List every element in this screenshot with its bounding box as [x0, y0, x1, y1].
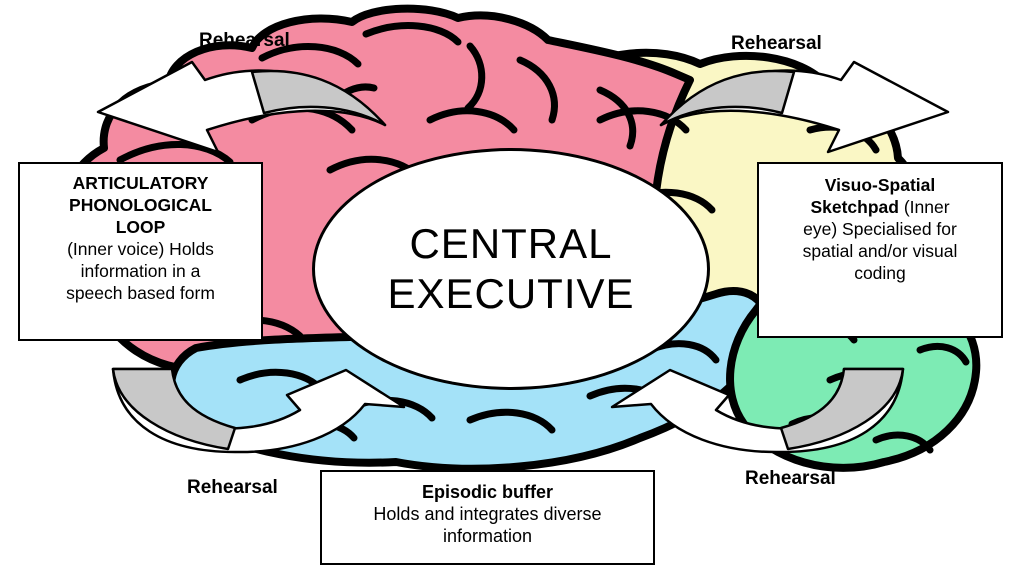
phonological-loop-box: ARTICULATORY PHONOLOGICAL LOOP (Inner vo…: [18, 162, 263, 341]
box-line: information in a: [80, 261, 201, 281]
rehearsal-arrows: [96, 60, 950, 454]
central-executive-node: CENTRAL EXECUTIVE: [312, 148, 710, 390]
box-line: coding: [854, 263, 906, 283]
episodic-buffer-box: Episodic buffer Holds and integrates div…: [320, 470, 655, 565]
box-line: speech based form: [66, 283, 215, 303]
rehearsal-arrow-bottom-right: [610, 367, 905, 454]
rehearsal-label-bottom-right: Rehearsal: [745, 468, 836, 489]
rehearsal-arrow-bottom-left: [111, 367, 406, 454]
box-line: spatial and/or visual: [802, 241, 958, 261]
box-line: Sketchpad (Inner: [810, 197, 950, 217]
box-line: Holds and integrates diverse: [373, 504, 602, 524]
rehearsal-label-top-right: Rehearsal: [731, 33, 822, 54]
rehearsal-arrow-top-left: [96, 60, 387, 154]
visuospatial-sketchpad-box: Visuo-Spatial Sketchpad (Inner eye) Spec…: [757, 162, 1003, 338]
box-line: information: [442, 526, 533, 546]
box-line: Visuo-Spatial: [824, 175, 936, 195]
box-line: (Inner voice) Holds: [67, 239, 214, 259]
box-line: eye) Specialised for: [803, 219, 957, 239]
box-line: LOOP: [115, 217, 166, 237]
box-line: Episodic buffer: [421, 482, 553, 502]
central-executive-line2: EXECUTIVE: [387, 270, 635, 317]
rehearsal-arrow-top-right: [659, 60, 950, 154]
rehearsal-label-top-left: Rehearsal: [199, 30, 290, 51]
rehearsal-label-bottom-left: Rehearsal: [187, 477, 278, 498]
box-line: PHONOLOGICAL: [69, 195, 212, 215]
central-executive-line1: CENTRAL: [409, 220, 613, 267]
box-line: ARTICULATORY: [72, 173, 209, 193]
